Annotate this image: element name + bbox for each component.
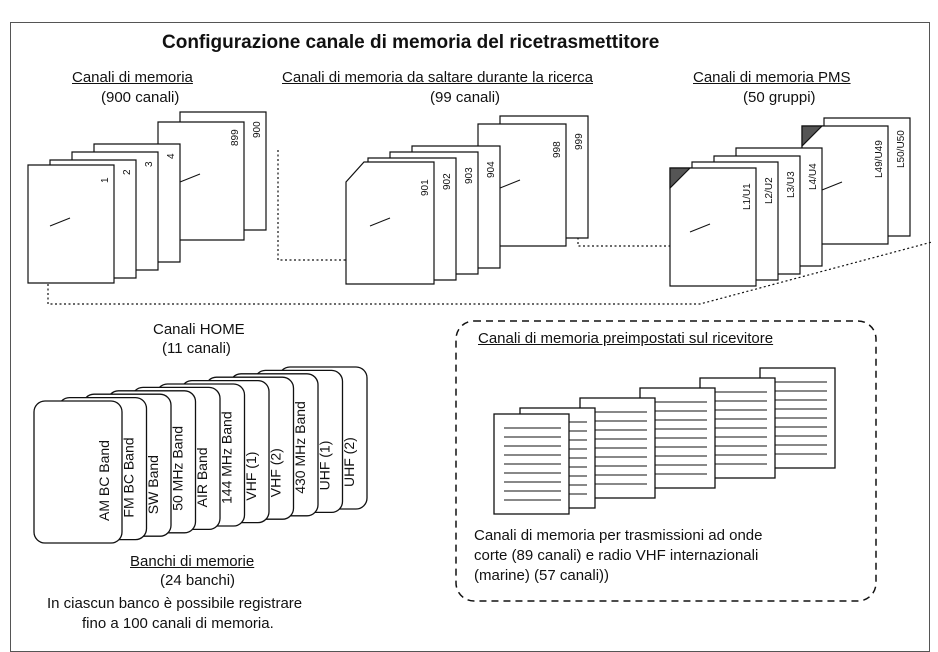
bank-label: VHF (1)	[243, 452, 259, 501]
memory-card-label: 1	[100, 177, 111, 183]
pms-channels-heading: Canali di memoria PMS	[693, 69, 851, 86]
card-dash	[689, 223, 711, 233]
memory-card-label: 4	[166, 153, 177, 159]
banks-note-line1: In ciascun banco è possibile registrare	[47, 595, 303, 612]
banks-note-line2: fino a 100 canali di memoria.	[82, 615, 274, 632]
pms-corner-mark-1	[669, 167, 692, 190]
bank-label: UHF (1)	[317, 441, 333, 491]
memory-channels-heading: Canali di memoria	[72, 69, 193, 86]
bank-label: UHF (2)	[341, 437, 357, 487]
skip-card-label: 903	[464, 167, 475, 184]
skip-channels-count: (99 canali)	[430, 89, 501, 106]
memory-card-1	[27, 164, 115, 284]
card-dash	[369, 217, 391, 227]
pms-card-label: L2/U2	[764, 177, 775, 204]
pms-card-label: L3/U3	[786, 171, 797, 198]
bank-label: AM BC Band	[96, 440, 112, 521]
memory-card-label: 900	[252, 121, 263, 138]
bank-label: 144 MHz Band	[219, 411, 235, 504]
pms-card-label: L49/U49	[874, 140, 885, 178]
memory-card-label: 3	[144, 161, 155, 167]
preset-desc-line2: corte (89 canali) e radio VHF internazio…	[474, 547, 759, 564]
memory-channels-stack	[27, 111, 267, 284]
bank-label: SW Band	[145, 455, 161, 514]
preset-pages	[493, 367, 836, 515]
card-dash	[49, 217, 71, 227]
pms-card-label: L50/U50	[896, 130, 907, 168]
connector-memory-to-skip	[277, 150, 348, 261]
pms-card-label: L4/U4	[808, 163, 819, 190]
card-dash	[179, 173, 201, 183]
memory-card-label: 899	[230, 129, 241, 146]
skip-card-label: 998	[552, 141, 563, 158]
pms-corner-mark-2	[801, 125, 824, 148]
memory-card-label: 2	[122, 169, 133, 175]
pms-channels-count: (50 gruppi)	[743, 89, 816, 106]
skip-card-901	[345, 161, 435, 285]
bank-label: FM BC Band	[121, 437, 137, 517]
preset-desc-line1: Canali di memoria per trasmissioni ad on…	[474, 527, 763, 544]
pms-card-label: L1/U1	[742, 183, 753, 210]
diagram-title: Configurazione canale di memoria del ric…	[162, 32, 660, 53]
preset-desc-line3: (marine) (57 canali))	[474, 567, 610, 584]
memory-banks-stack	[33, 366, 368, 544]
preset-dashed-box	[455, 320, 877, 602]
skip-card-label: 999	[574, 133, 585, 150]
connector-skip-to-pms	[577, 152, 670, 247]
card-dash	[821, 181, 843, 191]
bank-card	[33, 400, 123, 544]
skip-channels-stack	[345, 115, 589, 285]
pms-channels-stack	[669, 117, 911, 287]
bank-label: 430 MHz Band	[292, 401, 308, 494]
preset-heading: Canali di memoria preimpostati sul ricev…	[478, 330, 774, 347]
skip-card-label: 902	[442, 173, 453, 190]
card-dash	[499, 179, 521, 189]
bank-label: VHF (2)	[268, 448, 284, 497]
bank-label: AIR Band	[194, 447, 210, 507]
banks-count: (24 banchi)	[160, 572, 236, 589]
bank-label: 50 MHz Band	[170, 426, 186, 511]
skip-card-label: 904	[486, 161, 497, 178]
banks-heading: Banchi di memorie	[130, 553, 255, 570]
skip-channels-heading: Canali di memoria da saltare durante la …	[282, 69, 593, 86]
home-channels-heading: Canali HOME	[153, 321, 245, 338]
memory-channels-count: (900 canali)	[101, 89, 180, 106]
skip-card-label: 901	[420, 179, 431, 196]
home-channels-count: (11 canali)	[162, 340, 231, 357]
pms-card-l1	[669, 167, 757, 287]
